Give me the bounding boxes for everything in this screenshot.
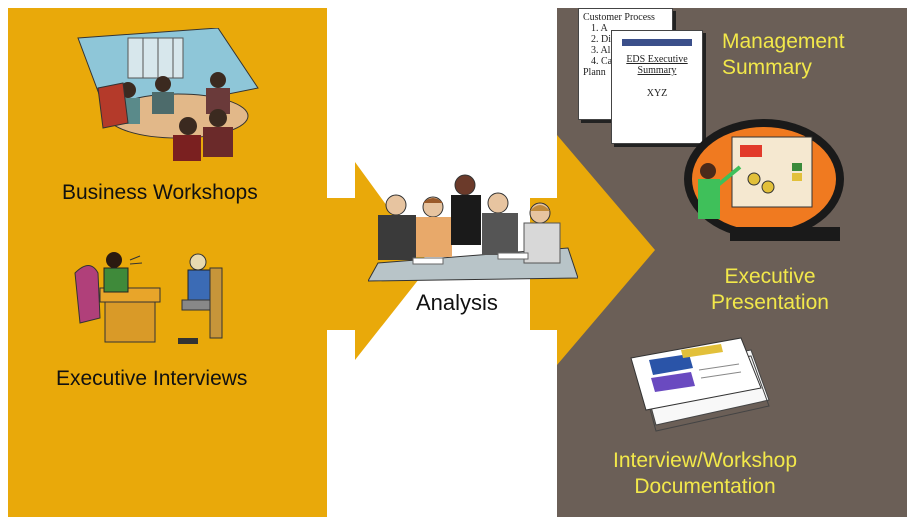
left-arrow: [327, 162, 430, 360]
back-doc-line: 3. Al: [591, 45, 611, 56]
front-doc-subtitle: XYZ: [646, 88, 668, 99]
back-doc-line: 2. Di: [591, 34, 611, 45]
paper-stack-clipart: [630, 337, 770, 432]
executive-presentation-label: Executive Presentation: [711, 265, 829, 314]
meeting-clipart: [77, 28, 259, 161]
executive-interviews-label: Executive Interviews: [56, 367, 248, 390]
back-doc-line: 1. A: [591, 23, 608, 34]
right-arrow: [530, 135, 655, 365]
back-doc-title: Customer Process: [583, 12, 655, 23]
executive-summary-document: EDS Executive Summary XYZ: [611, 30, 703, 144]
analysis-label: Analysis: [416, 290, 498, 315]
analysis-team-clipart: [368, 174, 578, 282]
front-doc-title: EDS Executive Summary: [626, 54, 688, 76]
doc-header-bar: [622, 39, 692, 46]
back-doc-line: Plann: [583, 67, 606, 78]
management-summary-label: Management Summary: [722, 30, 845, 79]
documentation-label: Interview/Workshop Documentation: [612, 449, 798, 498]
business-workshops-label: Business Workshops: [62, 181, 258, 204]
presenter-clipart: [684, 119, 844, 241]
interview-clipart: [74, 252, 223, 344]
back-doc-line: 4. Ca: [591, 56, 613, 67]
